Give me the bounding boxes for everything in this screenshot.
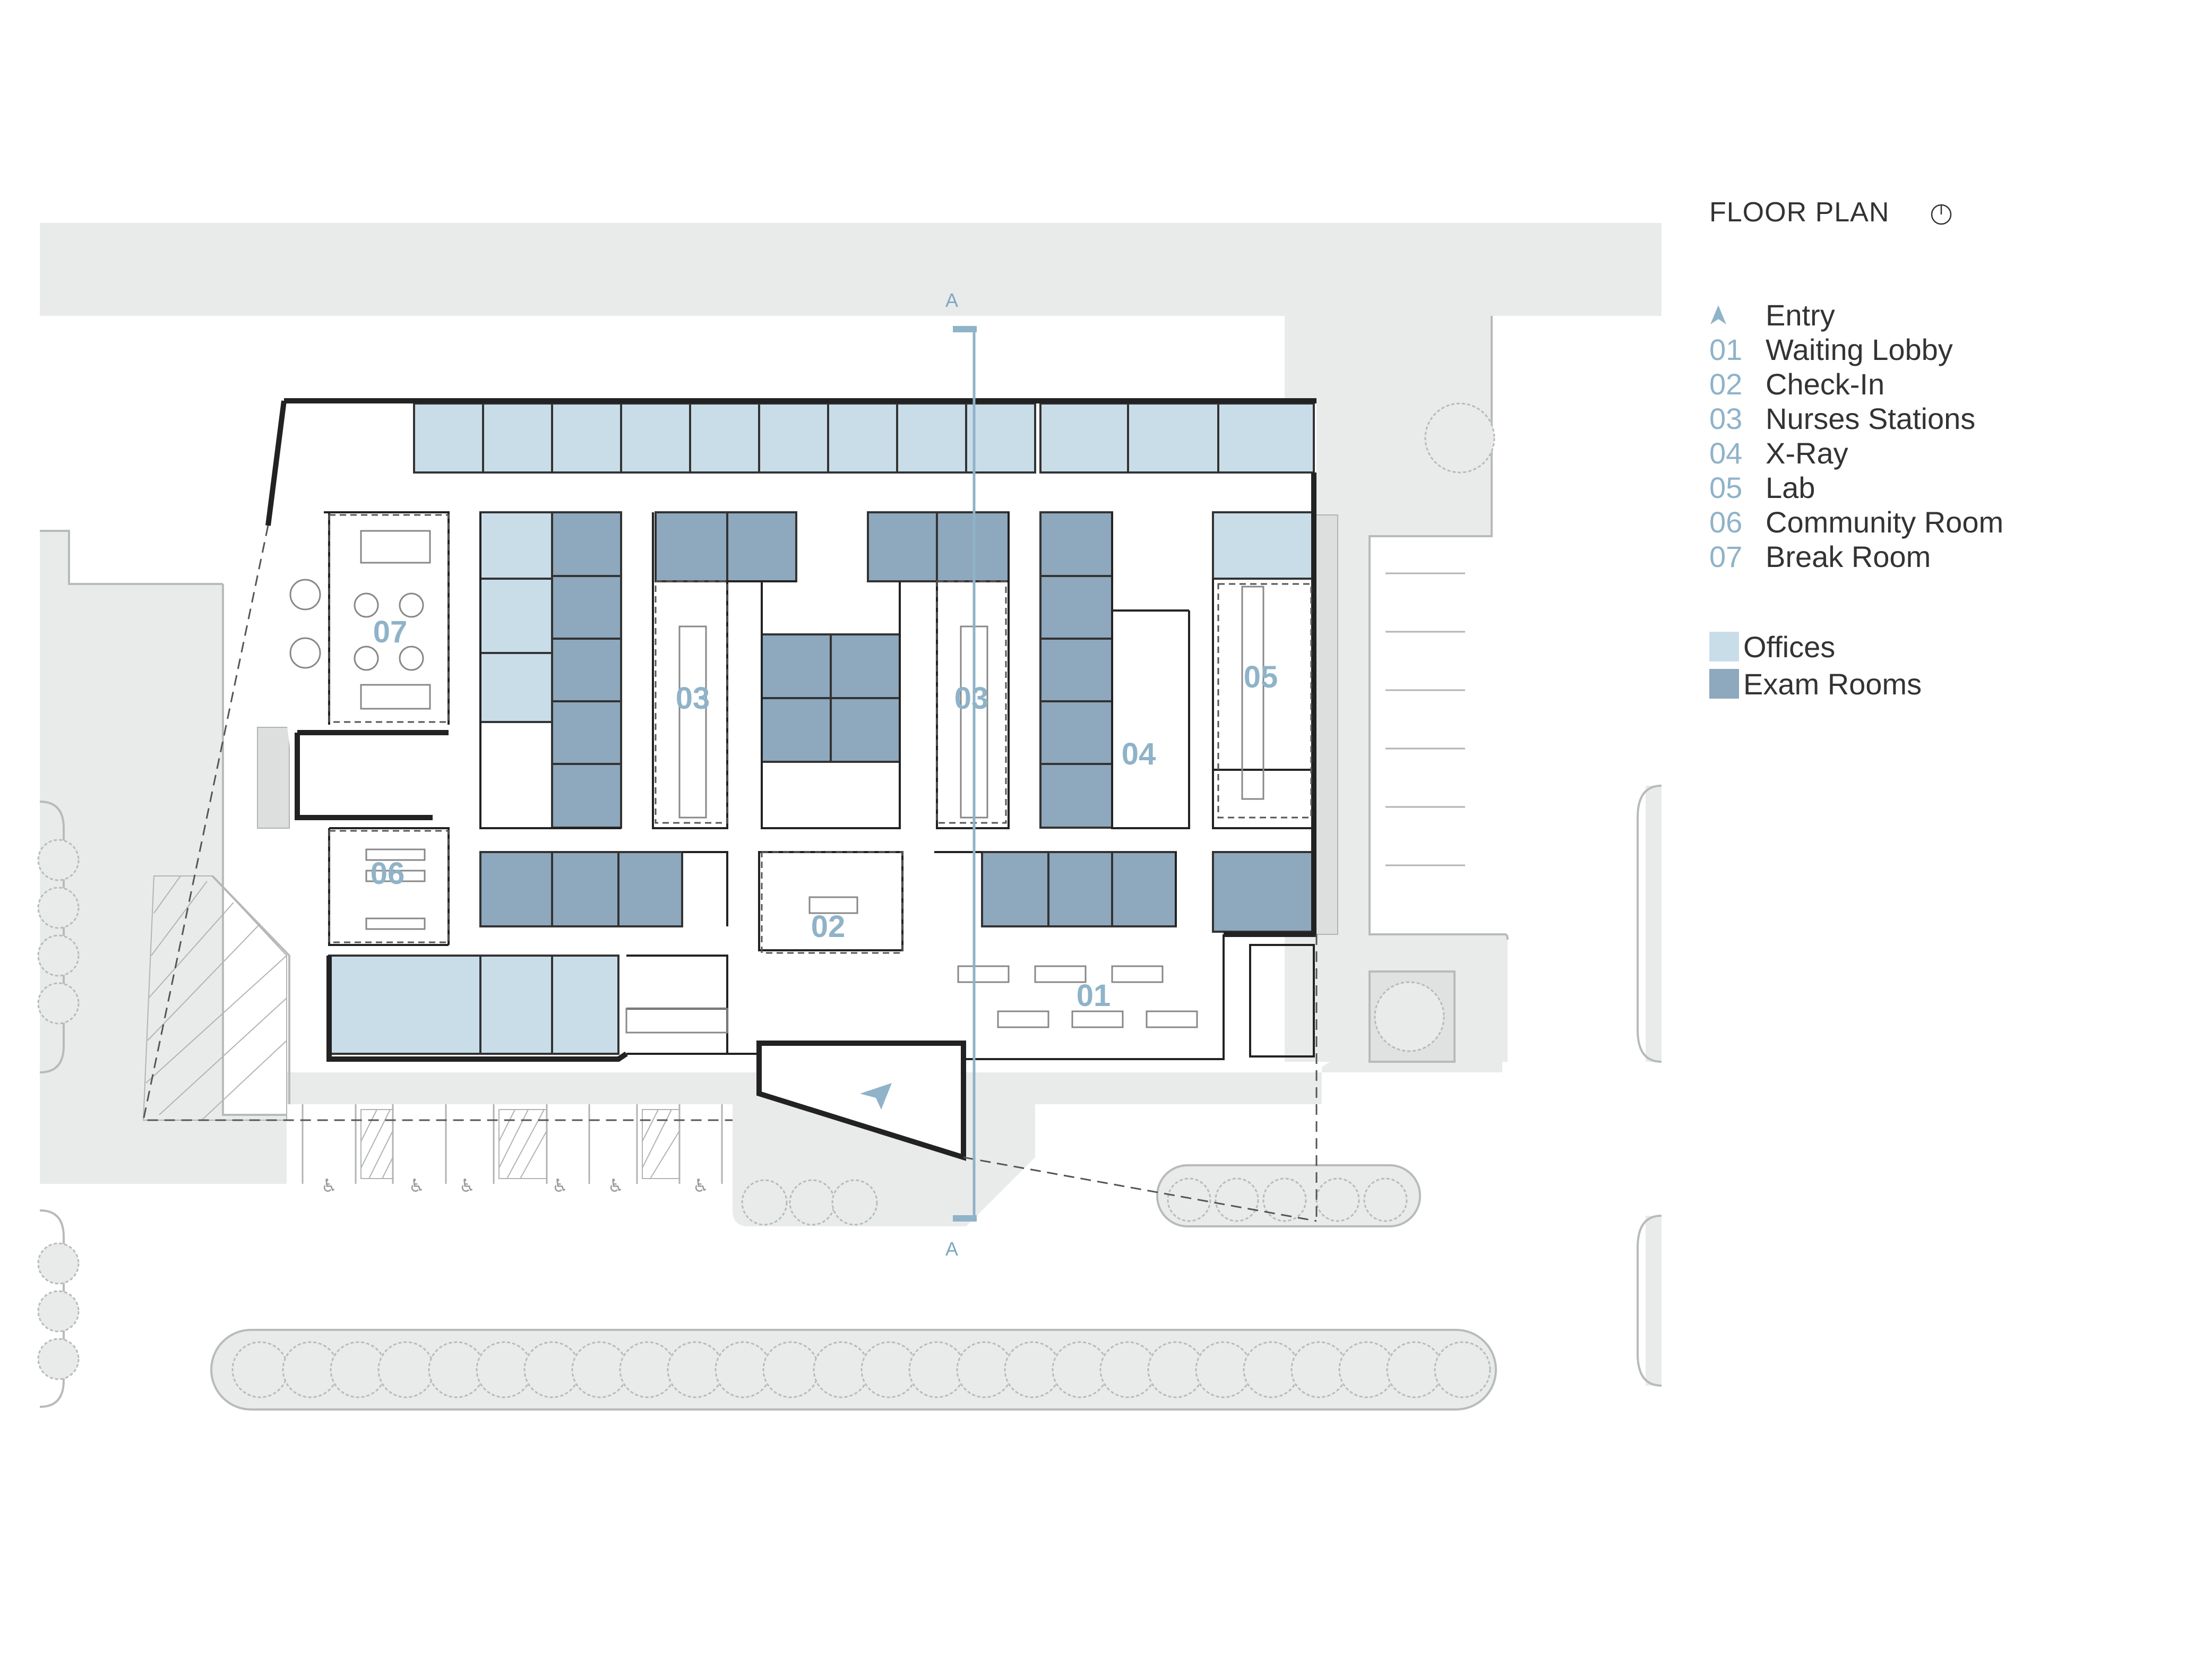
legend-item-number: 06: [1709, 505, 1743, 539]
legend-item-number: 04: [1709, 436, 1743, 470]
legend-item-number: 03: [1709, 401, 1743, 435]
office-rooms: [328, 402, 1315, 1055]
svg-text:♿: ♿: [693, 1175, 709, 1197]
exam-rooms-swatch: [1709, 669, 1739, 699]
offices-swatch: [1709, 632, 1739, 661]
trees: [37, 402, 1495, 1398]
legend-item: 02 Check-In: [1709, 366, 1884, 401]
legend-item-number: 01: [1709, 332, 1743, 366]
section-letter-bottom: A: [945, 1238, 958, 1260]
walls: [265, 398, 1316, 1161]
room-label-03-right: 03: [954, 681, 989, 716]
legend-item-label: Check-In: [1766, 367, 1885, 401]
room-label-06: 06: [371, 856, 405, 891]
legend-entry-row: Entry: [1709, 297, 1835, 332]
svg-text:♿: ♿: [459, 1175, 475, 1197]
legend-item: 03 Nurses Stations: [1709, 401, 1975, 436]
legend-item-label: Lab: [1766, 470, 1815, 504]
section-cut-line: A A: [945, 289, 977, 1260]
north-arrow-icon: [1931, 204, 1952, 225]
site-ground: [40, 223, 1662, 1386]
legend-item: 05 Lab: [1709, 470, 1815, 505]
legend-item-number: 05: [1709, 470, 1743, 504]
entry-arrow-icon: [860, 1083, 892, 1110]
svg-text:♿: ♿: [552, 1175, 568, 1197]
legend-item: 07 Break Room: [1709, 539, 1931, 574]
legend-item: 06 Community Room: [1709, 504, 2003, 539]
room-label-04: 04: [1122, 737, 1156, 771]
svg-text:♿: ♿: [321, 1175, 337, 1197]
legend-swatch-exam-rooms: Exam Rooms: [1709, 666, 1922, 701]
room-labels: 01 02 03 03 04 05 06 07: [371, 615, 1278, 1013]
ada-symbols: ♿ ♿ ♿ ♿ ♿ ♿: [321, 1175, 709, 1197]
svg-text:♿: ♿: [409, 1175, 425, 1197]
legend-item: 01 Waiting Lobby: [1709, 332, 1953, 367]
nurse-station-outlines: [328, 514, 1312, 954]
svg-text:♿: ♿: [608, 1175, 624, 1197]
hatched-stalls: [142, 875, 680, 1179]
legend-item-number: 02: [1709, 367, 1743, 401]
room-label-03-left: 03: [676, 681, 710, 716]
swatch-label: Exam Rooms: [1743, 667, 1922, 701]
room-label-01: 01: [1077, 978, 1111, 1013]
room-label-05: 05: [1244, 660, 1278, 694]
room-label-02: 02: [811, 909, 846, 944]
legend-item: 04 X-Ray: [1709, 435, 1848, 470]
legend-item-label: Nurses Stations: [1766, 401, 1976, 435]
legend-item-label: Break Room: [1766, 539, 1931, 573]
legend-title: FLOOR PLAN: [1709, 197, 1890, 228]
legend-item-label: X-Ray: [1766, 436, 1848, 470]
legend-item-number: 07: [1709, 539, 1743, 573]
swatch-label: Offices: [1743, 630, 1836, 664]
overhead-lines: [142, 525, 1318, 1222]
section-letter-top: A: [945, 289, 958, 311]
legend-swatch-offices: Offices: [1709, 629, 1835, 664]
entry-arrow-icon: [1709, 304, 1766, 325]
legend-entry-label: Entry: [1766, 298, 1835, 332]
room-label-07: 07: [373, 615, 408, 649]
exam-rooms: [479, 511, 1315, 933]
legend-item-label: Community Room: [1766, 505, 2004, 539]
legend-item-label: Waiting Lobby: [1766, 332, 1953, 366]
